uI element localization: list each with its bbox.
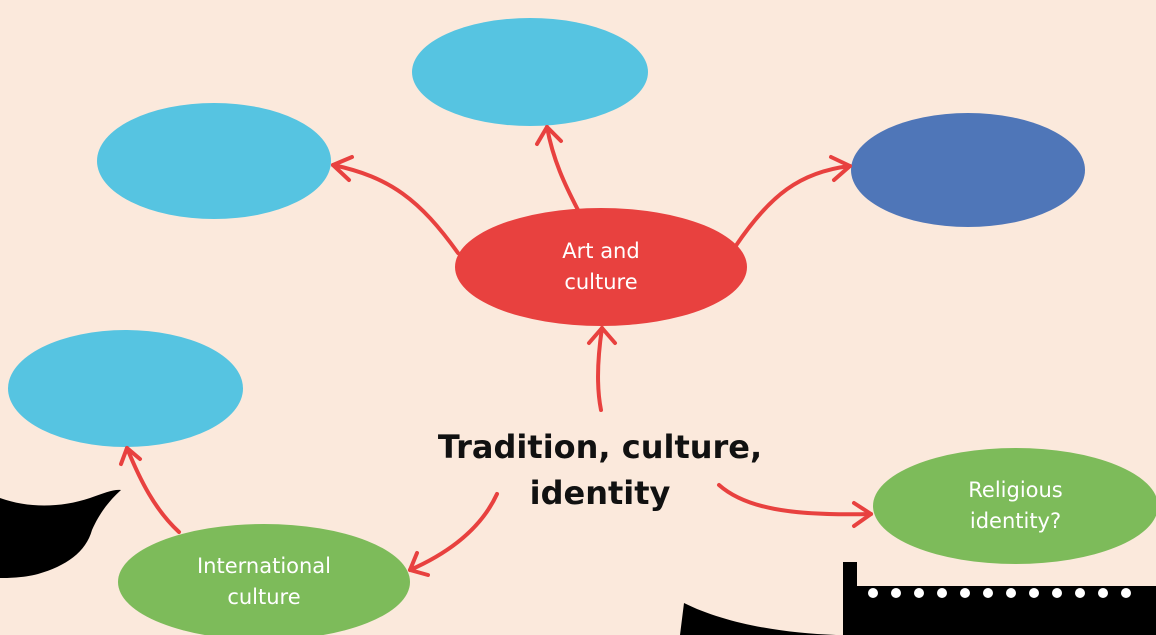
node-top-center[interactable] <box>412 18 648 126</box>
right-ship-silhouette <box>680 562 1156 635</box>
node-label: Religious identity? <box>968 478 1063 533</box>
node-left[interactable] <box>8 330 243 447</box>
node-label: International culture <box>196 554 332 609</box>
arrow-center-to-international <box>408 492 499 577</box>
node-religious-identity[interactable]: Religious identity? <box>873 448 1156 564</box>
left-boat-silhouette <box>0 489 121 578</box>
node-art-and-culture[interactable]: Art and culture <box>455 208 747 326</box>
central-topic: Tradition, culture, identity <box>437 428 763 512</box>
arrow-art-to-top-center <box>535 125 580 212</box>
node-label: Art and culture <box>562 239 640 294</box>
arrow-art-to-top-right <box>733 155 852 249</box>
arrow-center-to-art <box>587 326 617 412</box>
node-international-culture[interactable]: International culture <box>118 524 410 635</box>
arrow-center-to-religious <box>717 483 873 528</box>
arrow-art-to-top-left <box>331 155 460 255</box>
node-top-right[interactable] <box>851 113 1085 227</box>
node-top-left[interactable] <box>97 103 331 219</box>
arrow-international-to-left <box>119 446 181 534</box>
